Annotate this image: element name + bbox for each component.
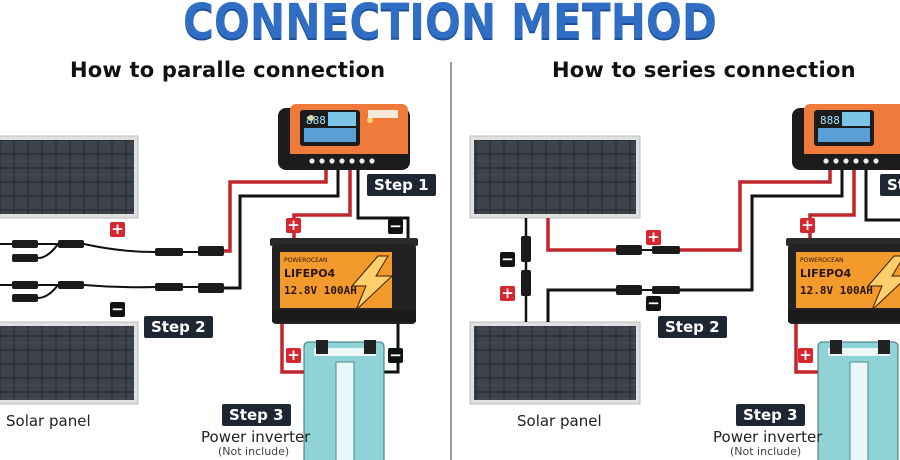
page-title: CONNECTION METHOD — [183, 0, 717, 50]
inverter-right — [817, 340, 899, 460]
inverter-note-left: (Not include) — [218, 445, 290, 458]
inverter-label-right: Power inverter — [713, 428, 823, 446]
step1-badge-left: Step 1 — [367, 174, 436, 196]
controller-screen-right: 888 — [820, 114, 840, 127]
battery-brand-right: POWEROCEAN — [800, 257, 844, 264]
inverter-label-left: Power inverter — [201, 428, 311, 446]
charge-controller-left — [278, 104, 410, 170]
negative-sign: − — [646, 294, 661, 312]
parallel-heading: How to paralle connection — [70, 58, 386, 82]
solar-panel-label-left: Solar panel — [6, 412, 91, 430]
positive-sign: + — [286, 346, 301, 364]
inverter-note-right: (Not include) — [730, 445, 802, 458]
negative-sign: − — [500, 250, 515, 268]
series-heading: How to series connection — [552, 58, 856, 82]
battery-chem-left: LIFEPO4 — [284, 267, 336, 280]
battery-right — [786, 238, 900, 324]
positive-sign: + — [798, 346, 813, 364]
step3-badge-right: Step 3 — [736, 404, 805, 426]
step3-badge-left: Step 3 — [222, 404, 291, 426]
step1-badge-right: St — [880, 174, 900, 196]
inverter-left — [303, 340, 385, 460]
battery-left — [270, 238, 418, 324]
negative-sign: − — [388, 346, 403, 364]
positive-sign: + — [286, 216, 301, 234]
positive-sign: + — [110, 220, 125, 238]
battery-chem-right: LIFEPO4 — [800, 267, 852, 280]
negative-sign: − — [110, 300, 125, 318]
negative-sign: − — [388, 217, 403, 235]
mc4-connectors-left — [12, 240, 224, 302]
positive-sign: + — [800, 216, 815, 234]
solar-panel-right-bottom — [469, 321, 641, 405]
solar-panel-label-right: Solar panel — [517, 412, 602, 430]
solar-panel-left-bottom — [0, 321, 139, 405]
battery-brand-left: POWEROCEAN — [284, 257, 328, 264]
battery-spec-right: 12.8V 100AH — [800, 284, 873, 297]
battery-spec-left: 12.8V 100AH — [284, 284, 357, 297]
charge-controller-right — [792, 104, 900, 170]
controller-screen-left: 888 — [306, 114, 326, 127]
positive-sign: + — [646, 228, 661, 246]
solar-panel-left-top — [0, 135, 139, 219]
solar-panel-right-top — [469, 135, 641, 219]
section-divider — [450, 62, 452, 460]
step2-badge-left: Step 2 — [144, 316, 213, 338]
positive-sign: + — [500, 284, 515, 302]
step2-badge-right: Step 2 — [658, 316, 727, 338]
